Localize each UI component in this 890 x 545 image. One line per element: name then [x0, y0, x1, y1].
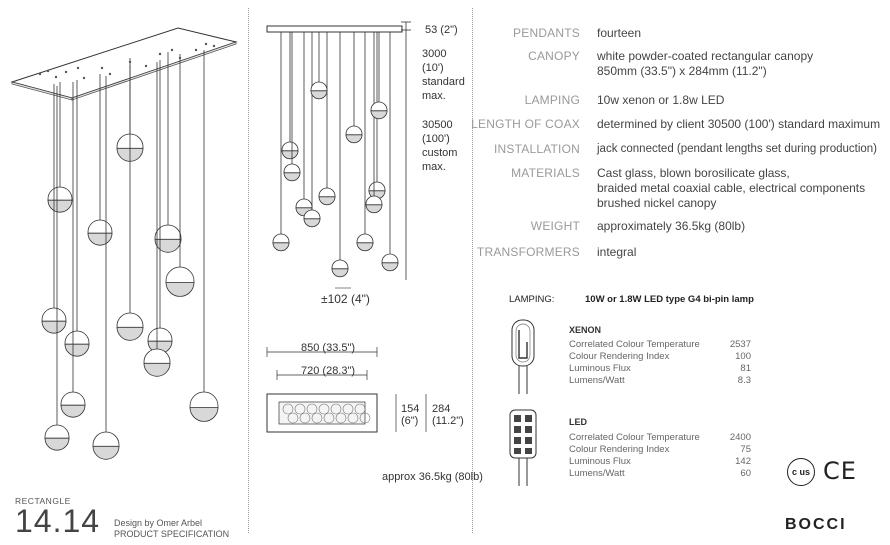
led-row-value: 75	[740, 444, 751, 455]
perspective-pendants	[38, 42, 219, 460]
inner-depth-in: (6")	[401, 415, 419, 427]
csa-cert-icon: c us	[787, 458, 815, 486]
custom-max-dim: 30500 (100') custom max.	[422, 118, 457, 174]
outer-depth-label: 284 (11.2")	[432, 403, 464, 427]
spec-value-materials: Cast glass, blown borosilicate glass, br…	[597, 166, 865, 211]
custom-ft: (100')	[422, 133, 450, 145]
custom-word: custom	[422, 147, 458, 159]
led-heading: LED	[569, 417, 587, 427]
inner-depth-label: 154 (6")	[401, 403, 419, 427]
xenon-lamp-icon	[511, 319, 535, 394]
spec-value-coax: determined by client 30500 (100') standa…	[597, 117, 881, 131]
ce-mark-icon: CE	[823, 457, 857, 485]
standard-max-dim: 3000 (10') standard max.	[422, 47, 465, 103]
spec-label-weight: WEIGHT	[530, 219, 580, 233]
designer-credit: Design by Omer Arbel PRODUCT SPECIFICATI…	[114, 518, 229, 540]
xenon-row-label: Correlated Colour Temperature	[569, 339, 700, 350]
plan-view	[266, 347, 427, 433]
spec-value-installation: jack connected (pendant lengths set duri…	[597, 143, 878, 155]
canopy-line-1: white powder-coated rectangular canopy	[597, 49, 814, 63]
inner-depth-mm: 154	[401, 403, 420, 415]
led-lamp-icon	[509, 409, 537, 486]
spec-label-canopy: CANOPY	[528, 49, 580, 63]
canopy-line-2: 850mm (33.5") x 284mm (11.2")	[597, 64, 767, 78]
spec-label-pendants: PENDANTS	[513, 26, 580, 40]
led-row-value: 60	[740, 468, 751, 479]
materials-line-2: braided metal coaxial cable, electrical …	[597, 181, 866, 195]
spec-label-transformers: TRANSFORMERS	[476, 245, 580, 259]
designer-name: Design by Omer Arbel	[114, 518, 203, 528]
product-family: RECTANGLE	[15, 496, 71, 506]
standard-max-word: max.	[422, 90, 446, 102]
xenon-heading: XENON	[569, 325, 602, 335]
perspective-drawing	[10, 27, 238, 460]
outer-depth-mm: 284	[432, 403, 451, 415]
spec-label-materials: MATERIALS	[511, 166, 580, 180]
materials-line-1: Cast glass, blown borosilicate glass,	[597, 166, 790, 180]
brand-logo: BOCCI	[785, 516, 847, 533]
xenon-row-label: Colour Rendering Index	[569, 351, 670, 362]
led-row-label: Luminous Flux	[569, 456, 631, 467]
xenon-row-value: 100	[735, 351, 751, 362]
xenon-row-label: Lumens/Watt	[569, 375, 625, 386]
spec-value-canopy: white powder-coated rectangular canopy 8…	[597, 49, 813, 79]
spec-value-pendants: fourteen	[597, 26, 642, 40]
xenon-row-label: Luminous Flux	[569, 363, 631, 374]
led-row-label: Colour Rendering Index	[569, 444, 670, 455]
spec-value-weight: approximately 36.5kg (80lb)	[597, 219, 746, 233]
standard-ft: (10')	[422, 62, 444, 74]
side-pendants	[272, 32, 399, 278]
outer-width-label: 850 (33.5")	[301, 342, 356, 354]
led-row-label: Correlated Colour Temperature	[569, 432, 700, 443]
weight-note: approx 36.5kg (80lb)	[382, 471, 483, 483]
led-row-value: 142	[735, 456, 751, 467]
spec-label-coax: LENGTH OF COAX	[471, 117, 580, 131]
custom-max-word: max.	[422, 161, 446, 173]
length-tolerance: ±102 (4")	[321, 292, 370, 306]
standard-mm: 3000	[422, 48, 447, 60]
document-type: PRODUCT SPECIFICATION	[114, 529, 230, 539]
led-row-label: Lumens/Watt	[569, 468, 625, 479]
lamping-title: 10W or 1.8W LED type G4 bi-pin lamp	[585, 294, 754, 305]
perspective-canopy	[10, 27, 238, 101]
inner-width-label: 720 (28.3")	[301, 365, 356, 377]
spec-value-lamping: 10w xenon or 1.8w LED	[597, 93, 725, 107]
side-canopy	[266, 25, 403, 33]
canopy-height-dim: 53 (2")	[425, 24, 458, 36]
custom-mm: 30500	[422, 119, 453, 131]
model-number: 14.14	[15, 503, 101, 539]
led-row-value: 2400	[729, 432, 751, 443]
outer-depth-in: (11.2")	[432, 415, 464, 427]
lamping-label: LAMPING:	[509, 294, 555, 305]
spec-label-installation: INSTALLATION	[494, 142, 580, 156]
spec-label-lamping: LAMPING	[524, 93, 580, 107]
standard-word: standard	[422, 76, 465, 88]
xenon-row-value: 81	[740, 363, 751, 374]
cert-mark-text: c us	[791, 467, 810, 477]
xenon-row-value: 2537	[729, 339, 751, 350]
side-elevation	[266, 21, 411, 289]
xenon-row-value: 8.3	[737, 375, 751, 386]
materials-line-3: brushed nickel canopy	[597, 196, 717, 210]
spec-value-transformers: integral	[597, 245, 637, 259]
